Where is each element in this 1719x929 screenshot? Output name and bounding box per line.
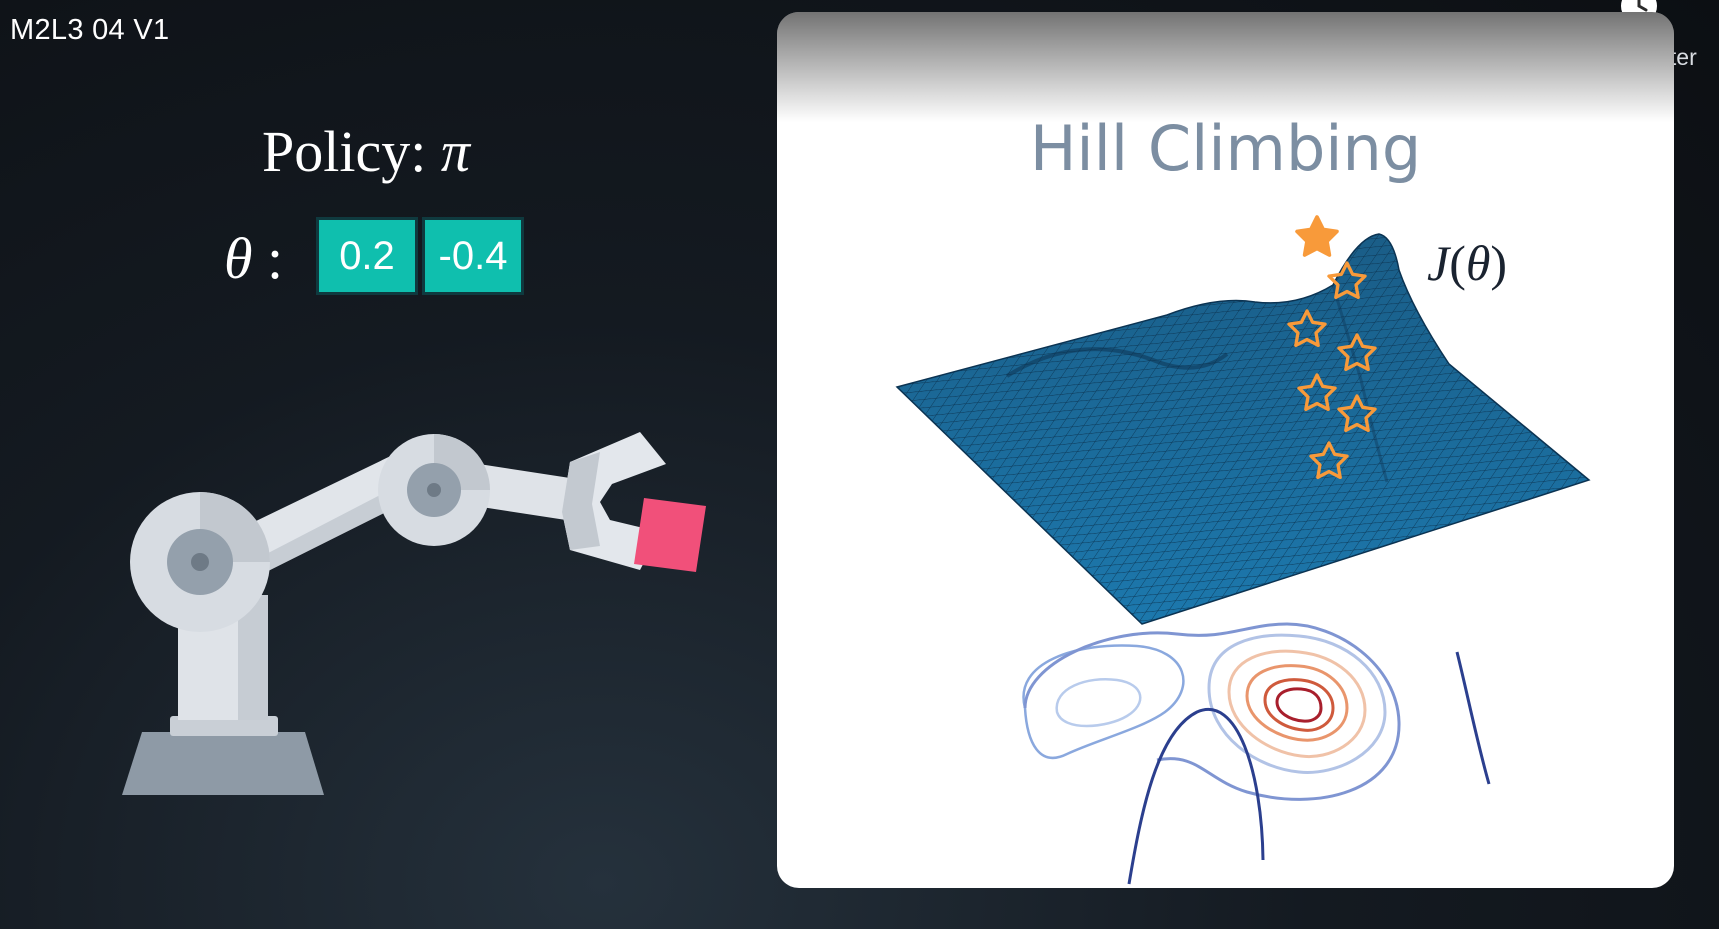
hill-climbing-title: Hill Climbing bbox=[1029, 112, 1422, 185]
star-filled-icon bbox=[1295, 215, 1339, 257]
panel-overlay-shade bbox=[777, 12, 1674, 122]
star-icon bbox=[1327, 261, 1367, 300]
hill-climbing-panel: Hill Climbing J(θ) bbox=[777, 12, 1674, 888]
policy-heading: Policy: π bbox=[262, 118, 470, 185]
star-icon bbox=[1337, 394, 1377, 433]
objective-theta: θ bbox=[1465, 235, 1491, 291]
star-icon bbox=[1309, 441, 1349, 480]
climb-path-stars bbox=[1287, 215, 1377, 480]
param-box-1: 0.2 bbox=[316, 217, 418, 295]
theta-symbol: θ bbox=[224, 226, 253, 291]
param-box-2: -0.4 bbox=[422, 217, 524, 295]
theta-label: θ : bbox=[224, 225, 283, 292]
star-icon bbox=[1287, 309, 1327, 348]
robot-arm-icon bbox=[122, 432, 706, 795]
objective-J: J bbox=[1427, 235, 1450, 291]
objective-function-label: J(θ) bbox=[1427, 234, 1507, 292]
star-icon bbox=[1337, 333, 1377, 372]
policy-label-text: Policy: bbox=[262, 119, 441, 184]
star-icon bbox=[1297, 373, 1337, 412]
pi-symbol: π bbox=[440, 119, 470, 184]
hill-climbing-figure bbox=[895, 215, 1591, 885]
objective-paren-close: ) bbox=[1490, 235, 1508, 291]
objective-surface bbox=[895, 233, 1591, 625]
objective-contours bbox=[1022, 622, 1491, 885]
objective-paren-open: ( bbox=[1449, 235, 1466, 291]
video-title[interactable]: M2L3 04 V1 bbox=[10, 14, 170, 46]
theta-separator: : bbox=[252, 226, 284, 291]
